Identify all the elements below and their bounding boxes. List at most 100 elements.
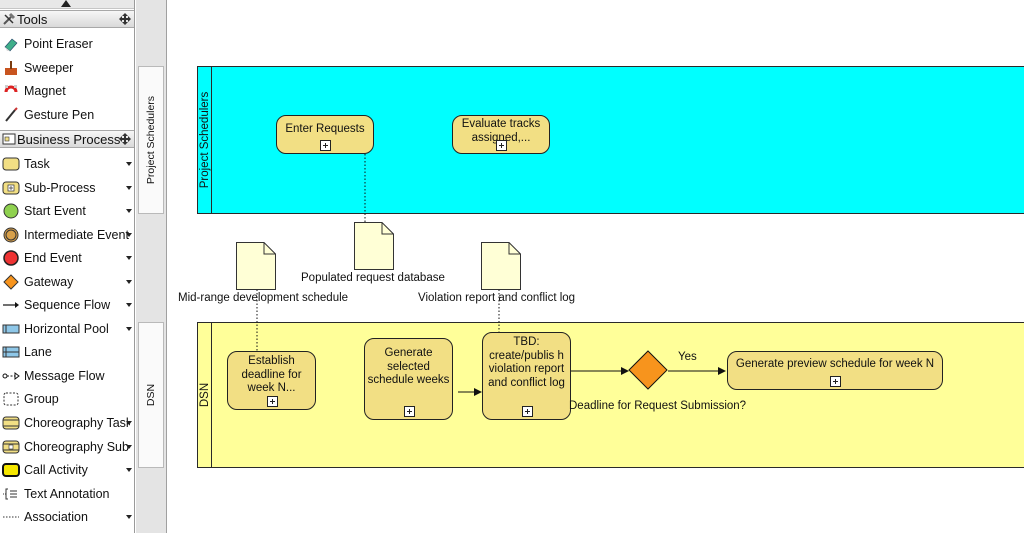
- scroll-up-arrow-icon[interactable]: [61, 0, 71, 7]
- pen-icon: [5, 107, 18, 122]
- lane-header-project-schedulers[interactable]: Project Schedulers: [138, 66, 164, 214]
- palette-item-gateway[interactable]: Gateway: [0, 271, 134, 294]
- palette-item-label: Intermediate Event: [24, 228, 129, 242]
- pool-dsn[interactable]: DSN: [197, 322, 1024, 468]
- palette-item-choreography-sub-process[interactable]: Choreography Sub-Process: [0, 436, 134, 459]
- group-icon: [3, 392, 19, 406]
- expand-plus-icon[interactable]: [830, 376, 841, 387]
- task-label: Generate preview schedule for week N: [735, 358, 935, 370]
- palette-item-task[interactable]: Task: [0, 153, 134, 176]
- dropdown-arrow-icon[interactable]: [126, 256, 132, 260]
- data-object-mid-range[interactable]: [236, 242, 276, 290]
- choreography-task-icon: [2, 416, 20, 430]
- palette-item-gesture-pen[interactable]: Gesture Pen: [0, 104, 134, 127]
- pool-header[interactable]: Project Schedulers: [198, 67, 212, 213]
- task-evaluate-tracks[interactable]: Evaluate tracks assigned,...: [452, 115, 550, 154]
- dropdown-arrow-icon[interactable]: [126, 327, 132, 331]
- task-label: Enter Requests: [285, 123, 365, 135]
- palette-item-label: Magnet: [24, 84, 66, 98]
- palette-item-end-event[interactable]: End Event: [0, 247, 134, 270]
- palette-item-label: Message Flow: [24, 369, 105, 383]
- start-event-icon: [3, 203, 19, 219]
- palette-item-label: Gesture Pen: [24, 108, 95, 122]
- task-generate-preview[interactable]: Generate preview schedule for week N: [727, 351, 943, 390]
- call-activity-icon: [2, 463, 20, 477]
- dropdown-arrow-icon[interactable]: [126, 515, 132, 519]
- dropdown-arrow-icon[interactable]: [126, 421, 132, 425]
- pin-icon[interactable]: [119, 133, 131, 145]
- palette-item-label: Choreography Task: [24, 416, 130, 430]
- sequence-flow-icon: [3, 302, 19, 308]
- dropdown-arrow-icon[interactable]: [126, 445, 132, 449]
- palette-item-lane[interactable]: Lane: [0, 341, 134, 364]
- horizontal-pool-icon: [2, 324, 20, 334]
- dropdown-arrow-icon[interactable]: [126, 209, 132, 213]
- palette-item-horizontal-pool[interactable]: Horizontal Pool: [0, 318, 134, 341]
- task-tbd-violation-report[interactable]: TBD: create/publis h violation report an…: [482, 332, 571, 420]
- text-annotation-icon: [3, 488, 17, 500]
- palette-item-magnet[interactable]: Magnet: [0, 80, 134, 103]
- dropdown-arrow-icon[interactable]: [126, 303, 132, 307]
- expand-plus-icon[interactable]: [496, 140, 507, 151]
- subprocess-icon: [2, 181, 20, 195]
- palette-item-label: End Event: [24, 251, 82, 265]
- expand-plus-icon[interactable]: [521, 406, 533, 417]
- expand-plus-icon[interactable]: [403, 406, 415, 417]
- palette-item-group[interactable]: Group: [0, 388, 134, 411]
- palette-item-label: Association: [24, 510, 88, 524]
- lane-icon: [2, 346, 20, 358]
- pool-header[interactable]: DSN: [198, 323, 212, 467]
- palette-item-label: Lane: [24, 345, 52, 359]
- gateway-label: Deadline for Request Submission?: [569, 400, 747, 412]
- dropdown-arrow-icon[interactable]: [126, 233, 132, 237]
- arrowhead-icon: [621, 367, 629, 375]
- flow-yes-label: Yes: [678, 351, 697, 363]
- palette-item-sub-process[interactable]: Sub-Process: [0, 177, 134, 200]
- arrowhead-icon: [718, 367, 726, 375]
- task-icon: [2, 157, 20, 171]
- palette-panel: Tools Point Eraser Sweeper Magnet Gestur…: [0, 0, 135, 533]
- data-object-populated-db[interactable]: [354, 222, 394, 270]
- gateway-shape[interactable]: [628, 350, 668, 390]
- data-object-violation-report[interactable]: [481, 242, 521, 290]
- dropdown-arrow-icon[interactable]: [126, 162, 132, 166]
- palette-item-sequence-flow[interactable]: Sequence Flow: [0, 294, 134, 317]
- palette-item-label: Horizontal Pool: [24, 322, 109, 336]
- palette-item-sweeper[interactable]: Sweeper: [0, 57, 134, 80]
- task-establish-deadline[interactable]: Establish deadline for week N...: [227, 351, 316, 410]
- data-object-label: Populated request database: [301, 272, 445, 284]
- intermediate-event-icon: [3, 227, 19, 243]
- palette-item-label: Sweeper: [24, 61, 74, 75]
- expand-plus-icon[interactable]: [266, 396, 278, 407]
- dropdown-arrow-icon[interactable]: [126, 186, 132, 190]
- task-generate-selected[interactable]: Generate selected schedule weeks: [364, 338, 453, 420]
- palette-item-label: Choreography Sub-Process: [24, 440, 130, 454]
- dropdown-arrow-icon[interactable]: [126, 468, 132, 472]
- palette-item-label: Sequence Flow: [24, 298, 111, 312]
- lane-header-strip: Project Schedulers DSN: [136, 0, 167, 533]
- magnet-icon: [4, 85, 18, 93]
- tools-section-header[interactable]: Tools: [0, 10, 134, 28]
- palette-item-start-event[interactable]: Start Event: [0, 200, 134, 223]
- pin-icon[interactable]: [119, 13, 131, 25]
- task-enter-requests[interactable]: Enter Requests: [276, 115, 374, 154]
- task-label: Generate selected schedule weeks: [367, 347, 450, 386]
- palette-item-label: Call Activity: [24, 463, 88, 477]
- palette-item-choreography-task[interactable]: Choreography Task: [0, 412, 134, 435]
- expand-plus-icon[interactable]: [320, 140, 331, 151]
- diagram-canvas[interactable]: Project Schedulers DSN Enter Requests: [168, 0, 1024, 533]
- palette-item-text-annotation[interactable]: Text Annotation: [0, 483, 134, 506]
- palette-item-point-eraser[interactable]: Point Eraser: [0, 33, 134, 56]
- business-process-section-header[interactable]: Business Process: [0, 130, 134, 148]
- palette-scroll-up[interactable]: [0, 0, 134, 9]
- palette-item-call-activity[interactable]: Call Activity: [0, 459, 134, 482]
- palette-item-intermediate-event[interactable]: Intermediate Event: [0, 224, 134, 247]
- palette-item-message-flow[interactable]: Message Flow: [0, 365, 134, 388]
- lane-header-dsn[interactable]: DSN: [138, 322, 164, 468]
- lane-header-label: Project Schedulers: [145, 95, 157, 185]
- dropdown-arrow-icon[interactable]: [126, 280, 132, 284]
- arrowhead-icon: [474, 388, 482, 396]
- message-flow-icon: [2, 372, 20, 380]
- palette-item-association[interactable]: Association: [0, 506, 134, 529]
- eraser-icon: [4, 38, 18, 52]
